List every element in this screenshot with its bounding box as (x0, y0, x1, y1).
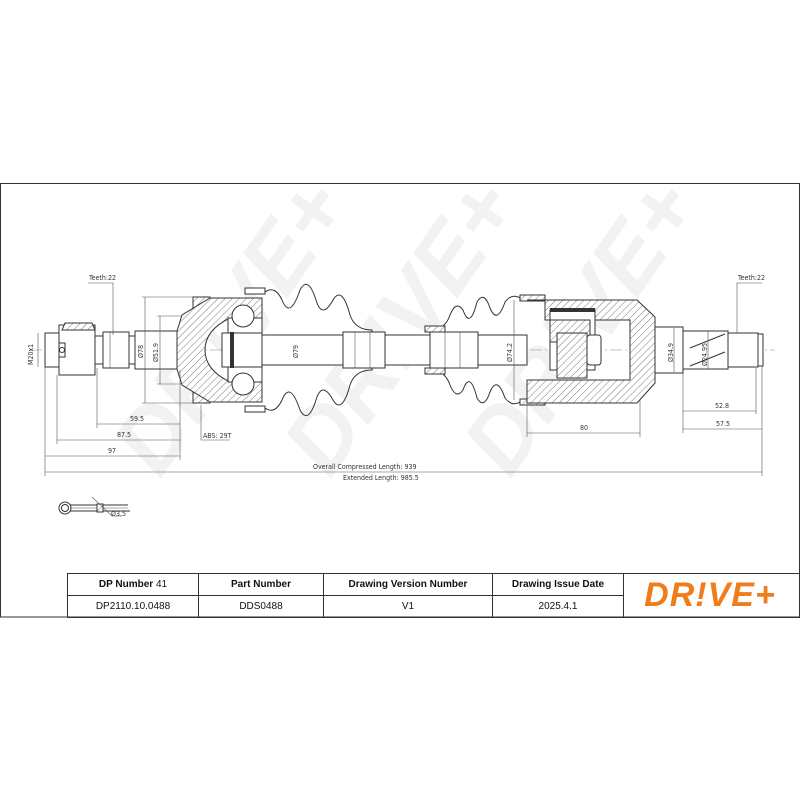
part-number-header: Part Number (198, 573, 324, 596)
cotter-pin-dia-label: Ø3.5 (111, 510, 126, 518)
inner-stub-shaft (654, 326, 764, 374)
version-header: Drawing Version Number (323, 573, 493, 596)
issue-date-header: Drawing Issue Date (492, 573, 624, 596)
dia-74-2-label: Ø74.2 (506, 343, 514, 362)
dim-87-5-label: 87.5 (117, 431, 131, 439)
thread-label: M20x1 (27, 344, 35, 365)
dia-78-label: Ø78 (137, 345, 145, 358)
dia-24-95-label: Ø24.95 (701, 343, 709, 366)
dp-number-header: DP Number 41 (67, 573, 199, 596)
dim-80-label: 80 (580, 424, 588, 432)
dia-79-label: Ø79 (292, 345, 300, 358)
dia-34-9-label: Ø34.9 (667, 343, 675, 362)
dimension-lines: Teeth:22 Teeth:22 M20x1 Ø78 Ø51.9 Ø79 Ø7… (27, 274, 765, 482)
main-shaft (261, 331, 528, 369)
overall-length-label: Overall Compressed Length: 939 (313, 463, 417, 471)
inner-tripod-joint (526, 299, 656, 404)
left-teeth-label: Teeth:22 (88, 274, 116, 282)
extended-length-label: Extended Length: 985.5 (343, 474, 419, 482)
dp-number-value: DP2110.10.0488 (67, 595, 199, 618)
left-boot (244, 283, 373, 417)
drive-logo: DR!VE+ (644, 576, 776, 614)
cotter-pin: Ø3.5 (58, 496, 130, 518)
right-teeth-label: Teeth:22 (737, 274, 765, 282)
dim-59-5-label: 59.5 (130, 415, 144, 423)
logo-cell (623, 573, 800, 618)
dim-57-5-label: 57.5 (716, 420, 730, 428)
dim-52-8-label: 52.8 (715, 402, 729, 410)
outer-cv-joint (176, 296, 263, 404)
version-value: V1 (323, 595, 493, 618)
dim-97-label: 97 (108, 447, 116, 455)
part-number-value: DDS0488 (198, 595, 324, 618)
dia-51-9-label: Ø51.9 (152, 343, 160, 362)
abs-label: ABS: 29T (203, 432, 232, 440)
issue-date-value: 2025.4.1 (492, 595, 624, 618)
title-block: DP Number 41 Part Number Drawing Version… (67, 573, 800, 618)
